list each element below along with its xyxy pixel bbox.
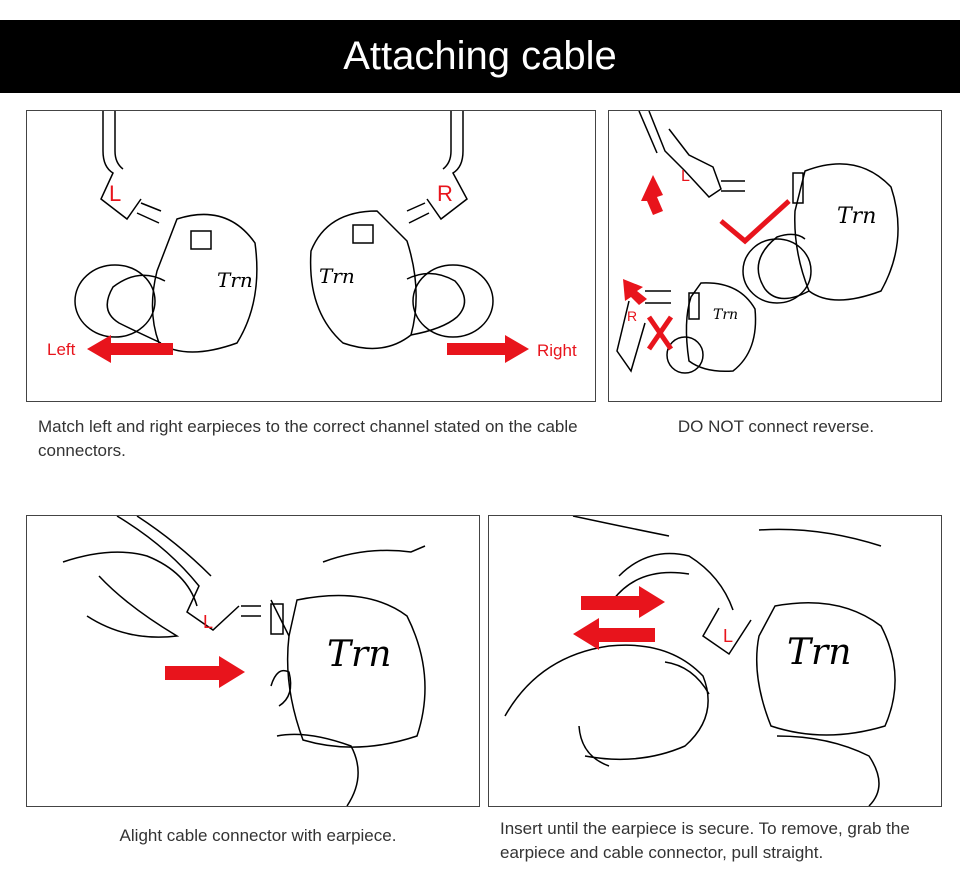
arrow-remove-icon: [573, 618, 655, 650]
up-arrow-icon: [641, 175, 663, 215]
connector-label: L: [203, 612, 213, 632]
reverse-connection-illustration: L R Trn Trn: [616, 111, 899, 374]
earpieces-lr-illustration: L R Trn Trn Left Right: [47, 111, 577, 363]
arrow-right-icon: [447, 335, 529, 363]
connector-label-left: L: [109, 181, 121, 206]
trn-logo: Trn: [787, 632, 851, 673]
cross-mark-icon: [646, 315, 674, 351]
panel-align: L Trn: [26, 515, 480, 807]
connector-label: L: [723, 626, 733, 646]
caption-insert: Insert until the earpiece is secure. To …: [500, 819, 910, 862]
panel-reverse: L R Trn Trn: [608, 110, 942, 402]
down-arrow-icon: [623, 279, 647, 305]
arrow-right-icon: [165, 656, 245, 688]
insert-earpiece-illustration: L Trn: [504, 516, 896, 806]
panel-match-lr: L R Trn Trn Left Right: [26, 110, 596, 402]
align-connector-illustration: L Trn: [62, 516, 426, 806]
connector-label-r: R: [627, 308, 637, 324]
caption-reverse: DO NOT connect reverse.: [677, 417, 875, 436]
right-arrow-label: Right: [537, 341, 577, 360]
trn-logo-left: Trn: [217, 268, 253, 292]
arrow-insert-icon: [581, 586, 665, 618]
left-arrow-label: Left: [47, 340, 76, 359]
panel-insert: L Trn: [488, 515, 942, 807]
caption-match: Match left and right earpieces to the co…: [38, 417, 578, 460]
connector-label-l: L: [681, 168, 690, 185]
check-mark-icon: [719, 199, 791, 245]
arrow-left-icon: [87, 335, 173, 363]
connector-label-right: R: [437, 181, 453, 206]
trn-logo-large: Trn: [837, 204, 876, 229]
caption-align: Alight cable connector with earpiece.: [119, 826, 397, 845]
trn-logo: Trn: [327, 634, 391, 675]
trn-logo-right: Trn: [319, 264, 355, 288]
trn-logo-small: Trn: [713, 307, 738, 323]
page-title: Attaching cable: [0, 20, 960, 93]
